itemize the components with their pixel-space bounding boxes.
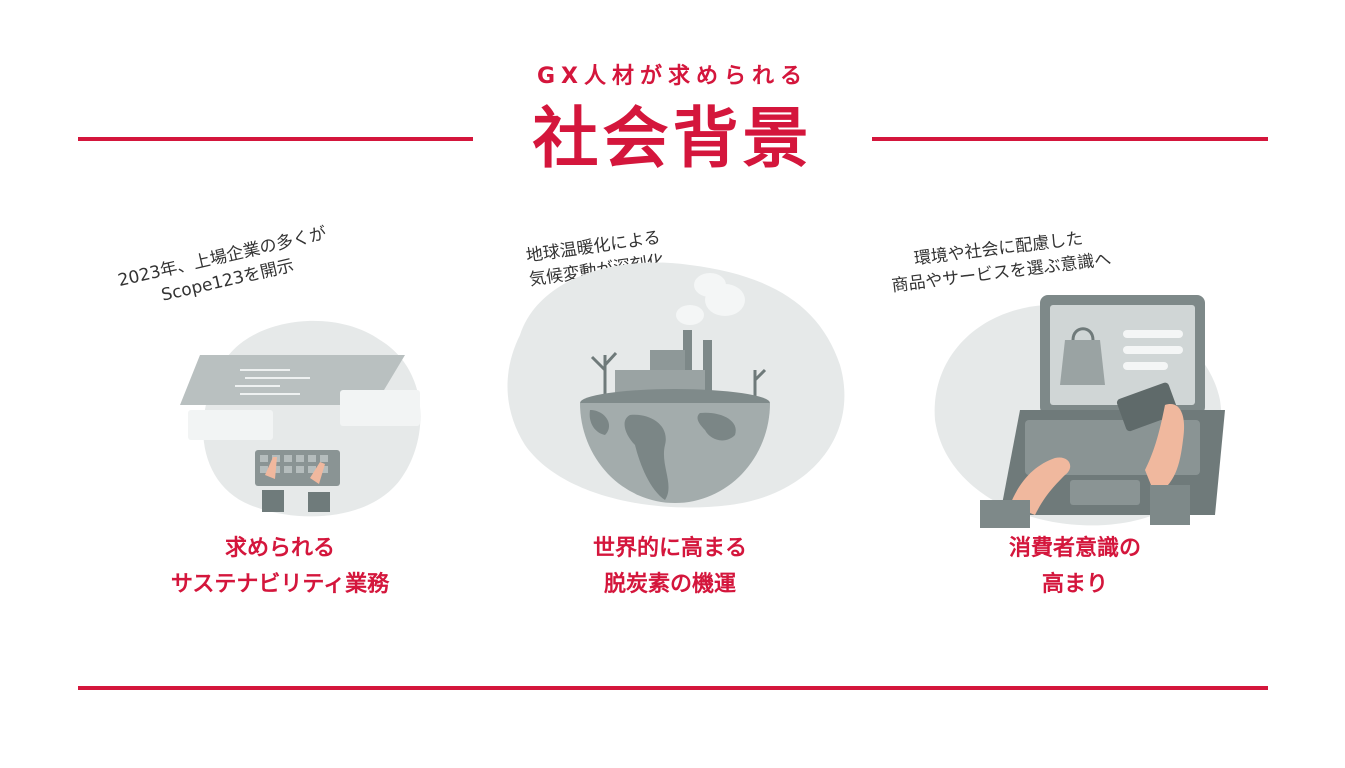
code-card-left: [188, 410, 273, 440]
earth-factory-illustration: [507, 262, 845, 508]
page-subtitle: GX人材が求められる: [536, 64, 809, 89]
hands: [265, 457, 325, 484]
continents: [589, 410, 736, 500]
online-shopping-illustration: [934, 295, 1225, 528]
sleeve-left: [262, 490, 284, 512]
label-line-2: サステナビリティ業務: [170, 572, 390, 597]
sleeve-left: [980, 500, 1030, 528]
card-consumer-awareness: 環境や社会に配慮した 商品やサービスを選ぶ意識へ 消費者意識の 高まり: [885, 225, 1265, 615]
code-card-right: [340, 390, 420, 426]
label-line-1: 世界的に高まる: [592, 536, 747, 561]
code-lines: [235, 369, 310, 395]
card-label: 世界的に高まる 脱炭素の機運: [480, 531, 860, 603]
card-label: 消費者意識の 高まり: [885, 531, 1265, 603]
laptop-typing-illustration: [180, 320, 421, 517]
shopping-bag-handle: [1071, 327, 1095, 341]
card-sustainability: 2023年、上場企業の多くが Scope123を開示 求められる サステナビリテ…: [90, 224, 470, 615]
label-line-1: 求められる: [224, 536, 335, 561]
sleeve-right: [1150, 485, 1190, 525]
card-caption: 2023年、上場企業の多くが Scope123を開示: [98, 217, 352, 320]
touchpad: [1070, 480, 1140, 505]
smoke: [676, 273, 745, 325]
hand-right: [1145, 404, 1185, 495]
chimney-1: [683, 330, 692, 400]
title-rule-right: [872, 137, 1268, 141]
label-line-1: 消費者意識の: [1008, 536, 1141, 561]
product-text-lines: [1123, 330, 1183, 370]
page-title: 社会背景: [532, 100, 813, 177]
shopping-bag-icon: [1060, 340, 1105, 385]
sleeve-right: [308, 492, 330, 512]
label-line-2: 高まり: [1041, 572, 1108, 597]
footer-rule: [78, 686, 1268, 690]
card-decarbonization: 地球温暖化による 気候変動が深刻化 世界的に高まる 脱炭素の機運: [480, 225, 860, 615]
label-line-2: 脱炭素の機運: [603, 572, 736, 597]
title-rule-left: [78, 137, 473, 141]
card-label: 求められる サステナビリティ業務: [90, 531, 470, 603]
chimney-2: [703, 340, 712, 400]
